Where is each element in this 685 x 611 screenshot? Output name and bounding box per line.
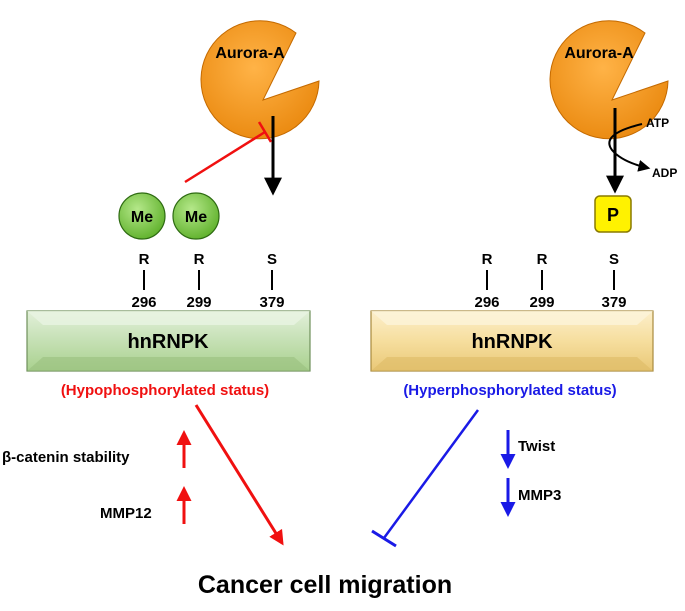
left-methyl-label-1: Me <box>131 209 153 226</box>
right-adp-label: ADP <box>652 166 677 180</box>
left-hnrnpk-bevel <box>27 311 310 325</box>
right-atp-label: ATP <box>646 116 669 130</box>
left-site-number-2: 299 <box>186 294 211 311</box>
outcome-label: Cancer cell migration <box>198 571 452 599</box>
right-hnrnpk-bevel-bottom <box>371 357 653 371</box>
left-hnrnpk-label: hnRNPK <box>127 331 209 353</box>
left-effect-mmp12: MMP12 <box>100 505 152 522</box>
right-phospho-box <box>594 195 632 233</box>
right-inhibition-line <box>382 409 480 539</box>
right-inhibition-bar <box>371 529 397 548</box>
right-atp-adp-curve <box>608 123 651 172</box>
left-promote-arrow <box>194 404 284 546</box>
right-status-label: (Hyperphosphorylated status) <box>403 382 616 399</box>
right-site-residue-2: R <box>537 251 548 268</box>
right-panel: Aurora-A ATP ADP P R R S 296 299 379 hnR… <box>370 20 677 548</box>
left-inhibition-line <box>184 130 266 184</box>
right-site-residue-3: S <box>609 251 619 268</box>
left-methyl-circle-2 <box>172 192 220 240</box>
left-effect-beta-catenin: β-catenin stability <box>2 449 130 466</box>
right-phospho-label: P <box>607 205 619 225</box>
left-hnrnpk-bevel-bottom <box>27 357 310 371</box>
left-site-residue-3: S <box>267 251 277 268</box>
left-site-residue-2: R <box>194 251 205 268</box>
left-methyl-label-2: Me <box>185 209 207 226</box>
right-hnrnpk-label: hnRNPK <box>471 331 553 353</box>
left-inhibition-bar <box>257 121 273 143</box>
right-site-number-2: 299 <box>529 294 554 311</box>
right-aurora-a-label: Aurora-A <box>564 45 634 62</box>
left-panel: Aurora-A Me Me R R S 296 299 379 hnRNPK … <box>2 20 320 546</box>
left-status-label: (Hypophosphorylated status) <box>61 382 269 399</box>
left-aurora-a-shape <box>200 20 320 140</box>
right-effect-twist: Twist <box>518 438 555 455</box>
right-effect-mmp3: MMP3 <box>518 487 561 504</box>
right-aurora-a-shape <box>549 20 669 140</box>
left-site-number-3: 379 <box>259 294 284 311</box>
left-site-residue-1: R <box>139 251 150 268</box>
left-aurora-a-label: Aurora-A <box>215 45 285 62</box>
left-methyl-circle-1 <box>118 192 166 240</box>
right-site-residue-1: R <box>482 251 493 268</box>
left-site-number-1: 296 <box>131 294 156 311</box>
right-hnrnpk-bevel <box>371 311 653 325</box>
right-site-number-3: 379 <box>601 294 626 311</box>
right-site-number-1: 296 <box>474 294 499 311</box>
